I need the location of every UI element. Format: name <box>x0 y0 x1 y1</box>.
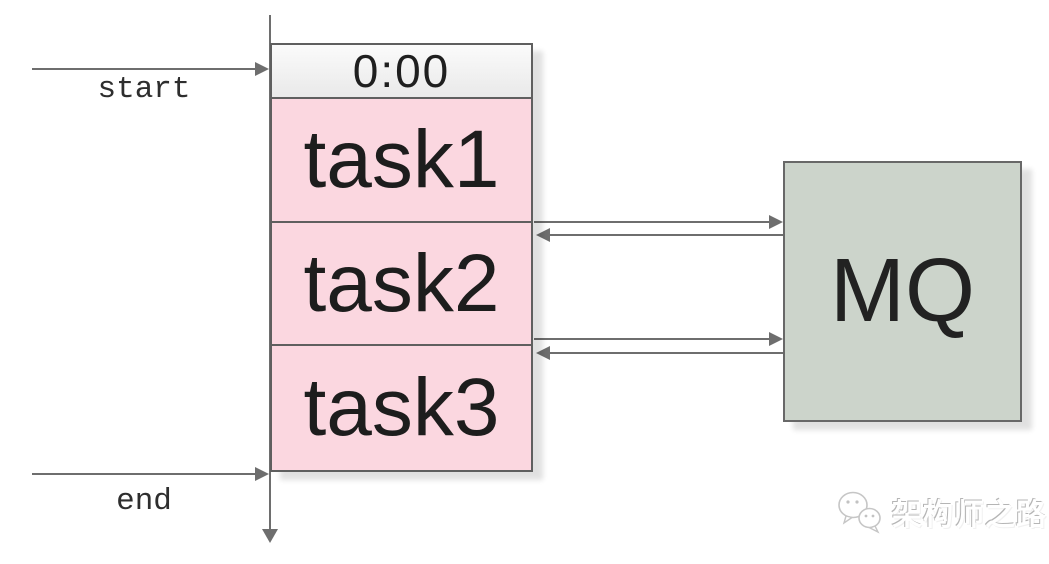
start-arrowhead-icon <box>255 62 269 76</box>
message-queue-box: MQ <box>783 161 1022 422</box>
mq-to-task3-arrow-line <box>548 352 783 354</box>
task1-to-mq-arrowhead-icon <box>769 215 783 229</box>
mq-to-task3-arrowhead-icon <box>536 346 550 360</box>
watermark-text: 架构师之路 <box>892 499 1047 532</box>
task-row-1: task1 <box>270 97 533 223</box>
task1-to-mq-arrow-line <box>534 221 770 223</box>
task2-to-mq-arrowhead-icon <box>769 332 783 346</box>
mq-to-task2-arrowhead-icon <box>536 228 550 242</box>
end-arrow-line <box>32 473 255 475</box>
watermark: 架构师之路 <box>836 488 1047 536</box>
end-label: end <box>116 484 172 519</box>
end-arrowhead-icon <box>255 467 269 481</box>
start-arrow-line <box>32 68 255 70</box>
timeline-down-arrowhead-icon <box>262 529 278 543</box>
task2-to-mq-arrow-line <box>534 338 770 340</box>
task-row-2: task2 <box>270 221 533 346</box>
mq-to-task2-arrow-line <box>548 234 783 236</box>
task-schedule-column: 0:00 task1 task2 task3 <box>270 43 533 472</box>
time-header-cell: 0:00 <box>270 43 533 99</box>
wechat-chat-bubbles-icon <box>838 491 881 534</box>
start-label: start <box>97 72 191 107</box>
task-row-3: task3 <box>270 344 533 472</box>
